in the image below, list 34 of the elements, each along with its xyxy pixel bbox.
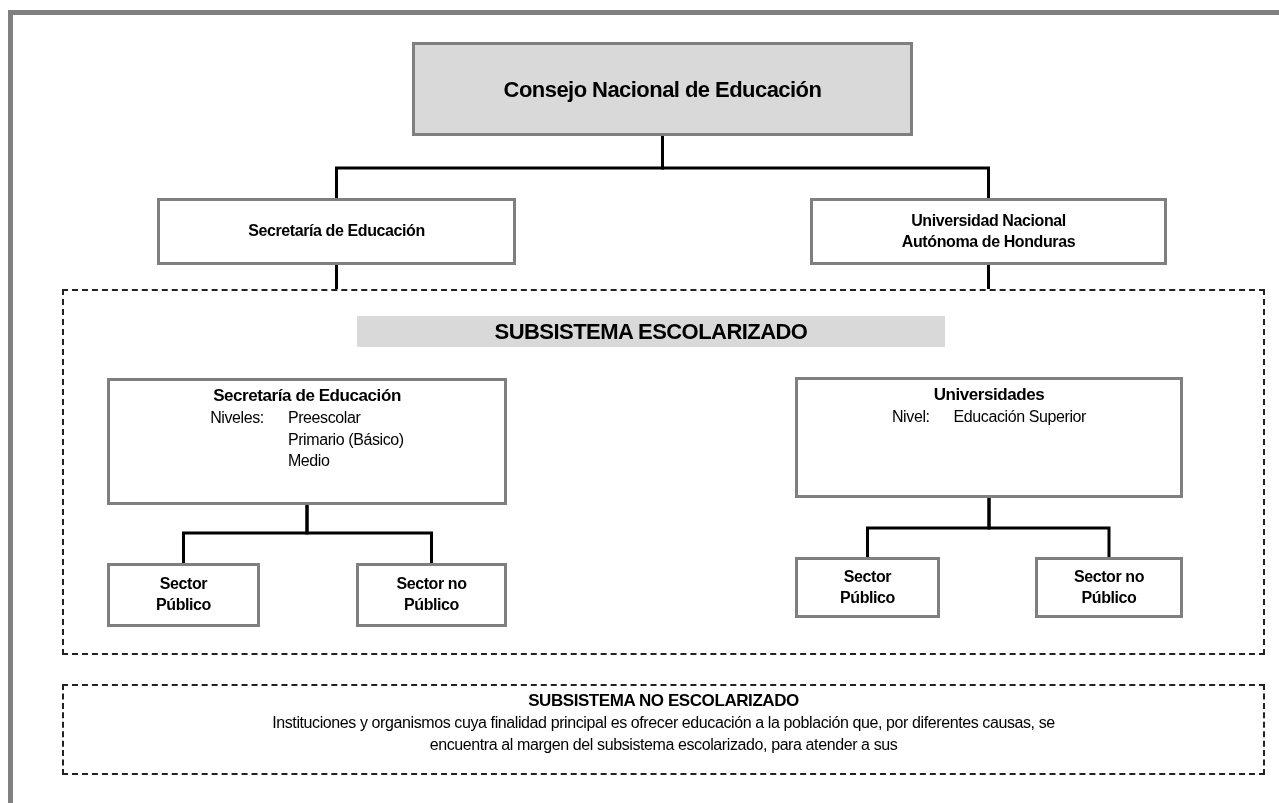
subsystem-frame [62, 289, 1265, 655]
org-box [810, 198, 1167, 265]
subsystem-frame [62, 684, 1265, 775]
level-label: Niveles: [210, 408, 264, 429]
sector-box [1035, 557, 1183, 618]
level-label: Nivel: [891, 407, 930, 428]
level-box [107, 378, 507, 505]
connector-line [987, 265, 990, 289]
level-item: Preescolar [287, 408, 362, 429]
sector-box [356, 563, 507, 627]
box-description: Instituciones y organismos cuya finalidad principal es ofrecer educación a la población que, por diferentes causas, se encuentra al margen del subsistema escolarizado, para atender a sus [271, 713, 1056, 755]
box-title: Consejo Nacional de Educación [503, 75, 822, 104]
box-heading: Universidades [933, 384, 1045, 406]
connector-line [305, 505, 433, 563]
sector-box [795, 557, 940, 618]
box-heading: SUBSISTEMA NO ESCOLARIZADO [528, 690, 799, 712]
level-item: Medio [287, 451, 331, 472]
connector-line [661, 136, 990, 198]
heading-band: SUBSISTEMA ESCOLARIZADO [357, 316, 945, 347]
box-label: Sector no Público [395, 574, 468, 615]
level-box [795, 377, 1183, 498]
level-item: Primario (Básico) [287, 429, 404, 450]
box-label: Sector no Público [1072, 566, 1146, 608]
org-box [157, 198, 516, 265]
box-label: Sector Público [839, 566, 896, 608]
box-label: Sector Público [155, 574, 212, 615]
sector-box [107, 563, 260, 627]
box-label: Universidad Nacional Autónoma de Honduras [900, 210, 1077, 252]
box-heading: Secretaría de Educación [213, 385, 401, 407]
connector-line [335, 265, 338, 289]
level-item: Educación Superior [953, 407, 1087, 428]
council-box [412, 42, 913, 136]
connector-line [987, 498, 1111, 557]
box-label: Secretaría de Educación [248, 221, 425, 242]
